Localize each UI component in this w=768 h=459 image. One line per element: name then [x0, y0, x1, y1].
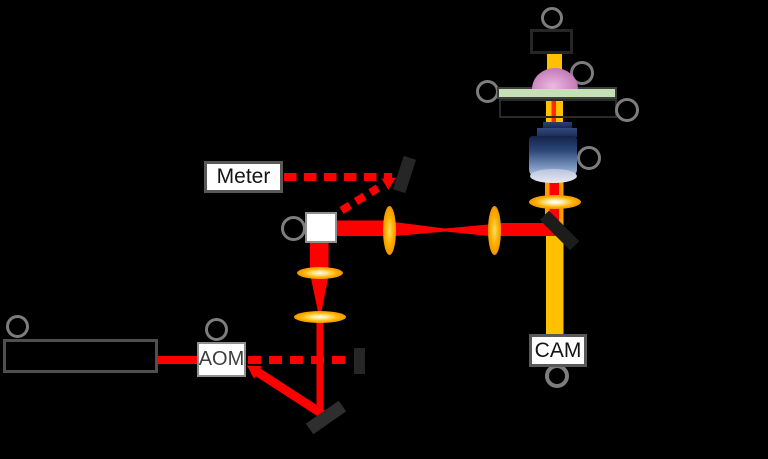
beamsplitter-cube — [305, 212, 337, 243]
telescope-lens-1-icon — [297, 267, 343, 279]
objective-front-lens — [530, 169, 577, 183]
callout-circle-beamsplitter — [281, 216, 306, 241]
objective-neck-top — [543, 122, 572, 129]
gold-beam-to-cam — [546, 228, 564, 336]
callout-circle-aom — [205, 318, 228, 341]
meter-box: Meter — [204, 161, 283, 193]
tube-lens-icon — [529, 195, 581, 209]
callout-circle-laser — [6, 315, 29, 338]
callout-circle-slide — [476, 80, 499, 103]
stage-outline — [499, 99, 617, 118]
callout-circle-sample — [570, 61, 594, 85]
beam-dump — [354, 348, 365, 374]
gold-beam-illumination — [547, 51, 562, 70]
red-beam-cone-right — [445, 224, 494, 237]
meter-label: Meter — [216, 165, 271, 188]
cam-label: CAM — [534, 338, 582, 362]
relay-lens-1-icon — [382, 206, 396, 255]
red-beam-aom-mirror — [253, 367, 330, 421]
telescope-lens-2-icon — [294, 311, 346, 323]
red-beam-arrowhead-aom — [247, 365, 262, 379]
callout-circle-objective — [577, 146, 601, 170]
detector-box — [530, 29, 573, 54]
red-beam-cone-telescope — [310, 276, 329, 314]
callout-circle-detector — [541, 7, 563, 29]
callout-circle-camera — [545, 364, 569, 388]
callout-circle-stage — [615, 98, 639, 122]
red-core-stage — [551, 98, 556, 124]
camera-box: CAM — [529, 334, 587, 367]
laser-box — [3, 339, 158, 373]
aom-label: AOM — [198, 348, 245, 370]
red-beam-cube-lens — [335, 220, 390, 236]
aom-box: AOM — [197, 342, 246, 377]
objective-neck — [537, 128, 577, 137]
red-beam-cone-left — [390, 221, 445, 237]
relay-lens-2-icon — [487, 206, 501, 255]
sample-dome — [532, 68, 578, 89]
red-beam-laser-aom — [155, 356, 197, 364]
red-beam-vertical — [316, 320, 324, 414]
red-beam-to-dichroic — [494, 223, 558, 236]
red-dashed-beam-cube-mirror — [339, 184, 381, 214]
